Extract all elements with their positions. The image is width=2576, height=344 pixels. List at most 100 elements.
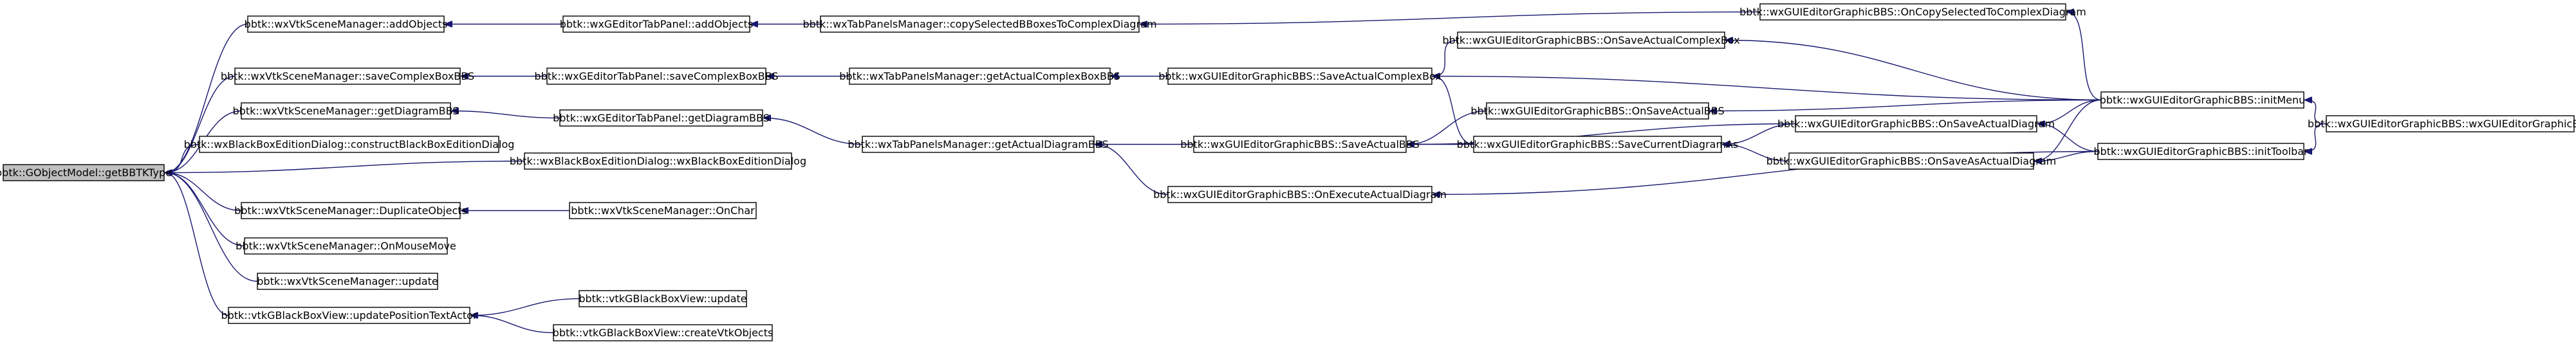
node-label: bbtk::wxVtkSceneManager::addObjects bbox=[245, 18, 448, 30]
node-box bbox=[579, 290, 747, 307]
node-wxguieditorgraphicbbs-savecurrentdiagramas[interactable]: bbtk::wxGUIEditorGraphicBBS::SaveCurrent… bbox=[1457, 136, 1739, 153]
node-wxvtkscenemanager-onmousemove[interactable]: bbtk::wxVtkSceneManager::OnMouseMove bbox=[236, 237, 456, 255]
edge-n5-to-n16 bbox=[1710, 99, 2102, 111]
node-wxgeditortabpanel-savecomplexboxbbs[interactable]: bbtk::wxGEditorTabPanel::saveComplexBoxB… bbox=[534, 68, 779, 85]
node-box bbox=[849, 68, 1111, 85]
node-label: bbtk::wxVtkSceneManager::OnChar bbox=[571, 204, 755, 217]
node-box bbox=[1473, 136, 1722, 153]
node-label: bbtk::wxVtkSceneManager::DuplicateObject… bbox=[234, 204, 467, 217]
node-wxtabpanelsmanager-getactualcomplexboxbbs[interactable]: bbtk::wxTabPanelsManager::getActualCompl… bbox=[839, 68, 1120, 85]
node-wxguieditorgraphicbbs-oncopyselectedtocomplexdiagram[interactable]: bbtk::wxGUIEditorGraphicBBS::OnCopySelec… bbox=[1739, 3, 2086, 21]
node-wxguieditorgraphicbbs-inittoolbar[interactable]: bbtk::wxGUIEditorGraphicBBS::initToolbar bbox=[2093, 143, 2308, 160]
edge-n13-to-n12 bbox=[452, 111, 561, 119]
node-box bbox=[2100, 91, 2304, 109]
edge-layer bbox=[165, 12, 2327, 334]
node-wxvtkscenemanager-getdiagrambbs[interactable]: bbtk::wxVtkSceneManager::getDiagramBBS bbox=[233, 102, 459, 120]
node-wxgeditortabpanel-addobjects[interactable]: bbtk::wxGEditorTabPanel::addObjects bbox=[560, 15, 754, 33]
node-label: bbtk::vtkGBlackBoxView::update bbox=[579, 293, 746, 305]
node-label: bbtk::vtkGBlackBoxView::createVtkObjects bbox=[553, 327, 774, 339]
node-label: bbtk::wxGUIEditorGraphicBBS::OnExecuteAc… bbox=[1153, 188, 1447, 201]
node-label: bbtk::wxGUIEditorGraphicBBS::SaveActualC… bbox=[1158, 70, 1441, 82]
node-box bbox=[1167, 186, 1432, 203]
node-box bbox=[2326, 115, 2575, 132]
node-label: bbtk::wxGUIEditorGraphicBBS::OnSaveActua… bbox=[1442, 34, 1739, 46]
node-wxguieditorgraphicbbs-initmenu[interactable]: bbtk::wxGUIEditorGraphicBBS::initMenu bbox=[2100, 91, 2306, 109]
node-box bbox=[559, 109, 763, 127]
edge-n6-to-n20 bbox=[2305, 123, 2327, 152]
node-label: bbtk::wxGUIEditorGraphicBBS::wxGUIEditor… bbox=[2308, 118, 2576, 130]
node-wxguieditorgraphicbbs-saveactualbbs[interactable]: bbtk::wxGUIEditorGraphicBBS::SaveActualB… bbox=[1180, 136, 1420, 153]
node-wxguieditorgraphicbbs-onsaveactualcomplexbox[interactable]: bbtk::wxGUIEditorGraphicBBS::OnSaveActua… bbox=[1442, 32, 1740, 49]
node-wxtabpanelsmanager-getactualdiagrambbs[interactable]: bbtk::wxTabPanelsManager::getActualDiagr… bbox=[848, 136, 1109, 153]
node-layer: bbtk::GObjectModel::getBBTKTypebbtk::wxV… bbox=[0, 3, 2576, 341]
edge-n5-to-n18 bbox=[2038, 99, 2102, 124]
node-box bbox=[257, 273, 438, 290]
node-wxvtkscenemanager-onchar[interactable]: bbtk::wxVtkSceneManager::OnChar bbox=[569, 202, 757, 219]
edge-n18-to-n17 bbox=[1723, 123, 1796, 145]
node-box bbox=[569, 202, 757, 219]
node-wxguieditorgraphicbbs-onsaveactualdiagram[interactable]: bbtk::wxGUIEditorGraphicBBS::OnSaveActua… bbox=[1777, 115, 2055, 132]
node-box bbox=[1167, 68, 1432, 85]
node-wxguieditorgraphicbbs-onexecuteactualdiagram[interactable]: bbtk::wxGUIEditorGraphicBBS::OnExecuteAc… bbox=[1153, 186, 1447, 203]
node-box bbox=[820, 15, 1140, 33]
node-label: bbtk::wxGEditorTabPanel::saveComplexBoxB… bbox=[534, 70, 778, 82]
edge-n29-to-n28 bbox=[471, 298, 580, 316]
node-wxvtkscenemanager-update[interactable]: bbtk::wxVtkSceneManager::update bbox=[257, 273, 438, 290]
node-label: bbtk::wxGUIEditorGraphicBBS::SaveActualB… bbox=[1180, 138, 1420, 150]
node-label: bbtk::vtkGBlackBoxView::updatePositionTe… bbox=[221, 309, 477, 321]
node-label: bbtk::wxGUIEditorGraphicBBS::OnSaveActua… bbox=[1470, 105, 1724, 117]
node-label: bbtk::wxGUIEditorGraphicBBS::OnCopySelec… bbox=[1739, 6, 2086, 18]
node-label: bbtk::wxVtkSceneManager::update bbox=[257, 275, 438, 287]
node-box bbox=[1759, 3, 2066, 21]
node-wxvtkscenemanager-addobjects[interactable]: bbtk::wxVtkSceneManager::addObjects bbox=[245, 15, 448, 33]
node-label: bbtk::wxBlackBoxEditionDialog::wxBlackBo… bbox=[510, 155, 806, 167]
edge-n27-to-root bbox=[165, 173, 258, 282]
edge-n1-to-root bbox=[165, 23, 248, 173]
edge-n7-to-root bbox=[165, 75, 236, 173]
node-label: bbtk::wxGUIEditorGraphicBBS::initToolbar bbox=[2093, 145, 2308, 158]
node-box bbox=[241, 202, 461, 219]
node-wxgeditortabpanel-getdiagrambbs[interactable]: bbtk::wxGEditorTabPanel::getDiagramBBS bbox=[553, 109, 770, 127]
node-label: bbtk::wxTabPanelsManager::getActualCompl… bbox=[839, 70, 1120, 82]
node-box bbox=[1486, 102, 1709, 120]
node-wxguieditorgraphicbbs-wxguieditorgraphicbbs[interactable]: bbtk::wxGUIEditorGraphicBBS::wxGUIEditor… bbox=[2308, 115, 2576, 132]
node-wxvtkscenemanager-savecomplexboxbbs[interactable]: bbtk::wxVtkSceneManager::saveComplexBoxB… bbox=[221, 68, 474, 85]
node-label: bbtk::GObjectModel::getBBTKType bbox=[0, 167, 172, 179]
edge-n30-to-n28 bbox=[471, 316, 554, 334]
edge-n5-to-n4 bbox=[2067, 12, 2102, 101]
node-label: bbtk::wxGUIEditorGraphicBBS::SaveCurrent… bbox=[1457, 138, 1739, 150]
edge-n28-to-root bbox=[165, 173, 229, 316]
node-wxblackboxeditiondialog-wxblackboxeditiondialog[interactable]: bbtk::wxBlackBoxEditionDialog::wxBlackBo… bbox=[510, 152, 806, 170]
node-label: bbtk::wxGUIEditorGraphicBBS::initMenu bbox=[2100, 94, 2306, 106]
node-label: bbtk::wxVtkSceneManager::getDiagramBBS bbox=[233, 105, 459, 117]
node-vtkgblackboxview-createvtkobjects[interactable]: bbtk::vtkGBlackBoxView::createVtkObjects bbox=[553, 324, 774, 341]
node-wxblackboxeditiondialog-constructblackboxeditiondialog[interactable]: bbtk::wxBlackBoxEditionDialog::construct… bbox=[184, 136, 515, 153]
node-box bbox=[546, 68, 766, 85]
node-box bbox=[241, 102, 451, 120]
edge-n6-to-n5 bbox=[2305, 100, 2327, 125]
node-box bbox=[562, 15, 750, 33]
node-box bbox=[244, 237, 448, 255]
node-vtkgblackboxview-updatepositiontextactor[interactable]: bbtk::vtkGBlackBoxView::updatePositionTe… bbox=[221, 307, 477, 324]
edge-n17-to-n10 bbox=[1433, 77, 1474, 145]
edge-n23-to-root bbox=[165, 160, 525, 173]
node-vtkgblackboxview-update[interactable]: bbtk::vtkGBlackBoxView::update bbox=[579, 290, 747, 307]
node-label: bbtk::wxVtkSceneManager::OnMouseMove bbox=[236, 240, 456, 252]
node-wxvtkscenemanager-duplicateobjects[interactable]: bbtk::wxVtkSceneManager::DuplicateObject… bbox=[234, 202, 467, 219]
node-box bbox=[553, 324, 773, 341]
edge-n16-to-n15 bbox=[1407, 110, 1487, 145]
edge-n5-to-n11 bbox=[1726, 41, 2102, 101]
node-label: bbtk::wxTabPanelsManager::getActualDiagr… bbox=[848, 138, 1108, 150]
edge-n20-to-n18 bbox=[2038, 124, 2099, 152]
node-box bbox=[862, 136, 1095, 153]
node-wxguieditorgraphicbbs-onsaveactualbbs[interactable]: bbtk::wxGUIEditorGraphicBBS::OnSaveActua… bbox=[1470, 102, 1725, 120]
edge-n19-to-n17 bbox=[1723, 145, 1790, 162]
root-node[interactable]: bbtk::GObjectModel::getBBTKType bbox=[0, 164, 172, 181]
node-wxtabpanelsmanager-copyselectedbboxestocomplexdiagram[interactable]: bbtk::wxTabPanelsManager::copySelectedBB… bbox=[802, 15, 1157, 33]
node-wxguieditorgraphicbbs-onsaveasactualdiagram[interactable]: bbtk::wxGUIEditorGraphicBBS::OnSaveAsAct… bbox=[1766, 152, 2056, 170]
node-label: bbtk::wxGEditorTabPanel::addObjects bbox=[560, 18, 754, 30]
node-box bbox=[1788, 152, 2034, 170]
node-wxguieditorgraphicbbs-saveactualcomplexbox[interactable]: bbtk::wxGUIEditorGraphicBBS::SaveActualC… bbox=[1158, 68, 1441, 85]
node-box bbox=[1193, 136, 1407, 153]
